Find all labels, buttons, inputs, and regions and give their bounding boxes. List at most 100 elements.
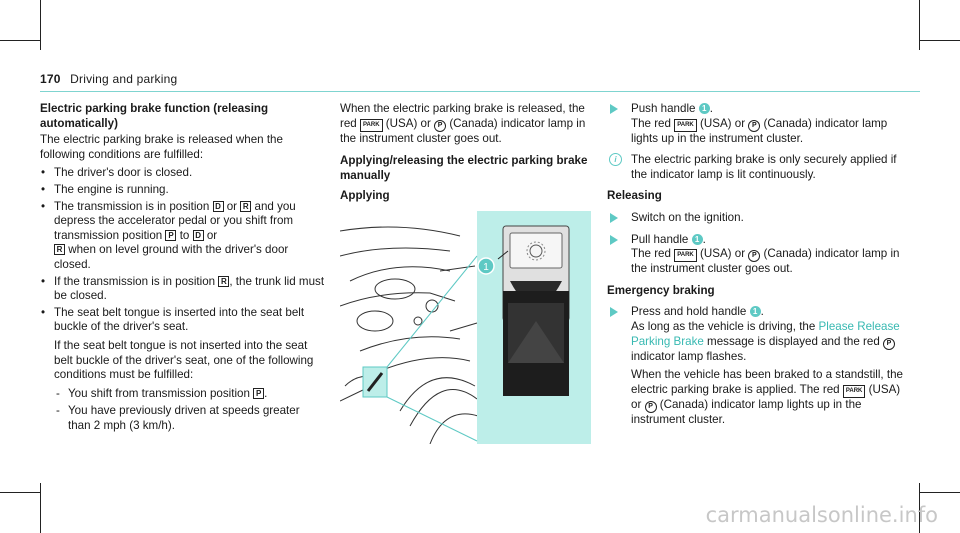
dashboard-drawing: 1	[339, 211, 591, 445]
info-note: i The electric parking brake is only sec…	[607, 153, 907, 182]
transmission-key-r: R	[218, 275, 230, 287]
step-arrow-icon	[610, 212, 618, 223]
parking-brake-lamp-icon: P	[883, 337, 895, 350]
text: when on level ground with the driver's d…	[54, 243, 289, 271]
text: Switch on the ignition.	[631, 210, 744, 224]
intro-text: The electric parking brake is released w…	[40, 133, 283, 161]
watermark: carmanualsonline.info	[705, 503, 938, 527]
crop-mark	[919, 0, 920, 50]
text: .	[702, 232, 706, 246]
text: to	[176, 228, 193, 242]
crop-mark	[920, 40, 960, 41]
text: Push handle	[631, 102, 699, 115]
text: .	[709, 102, 713, 115]
crop-mark	[40, 483, 41, 533]
text: The transmission is in position	[54, 199, 213, 213]
parking-brake-lamp-icon: P	[748, 119, 761, 132]
conditions-list: The driver's door is closed. The engine …	[40, 166, 325, 433]
sub-heading: Emergency braking	[607, 283, 715, 297]
text: The electric parking brake is only secur…	[631, 153, 897, 181]
callout-number-icon: 1	[749, 306, 761, 318]
text: (Canada) indicator lamp in the instrumen…	[631, 247, 900, 276]
text: As long as the vehicle is driving, the	[631, 319, 819, 333]
crop-mark	[0, 492, 40, 493]
park-lamp-icon: PARK	[842, 384, 866, 398]
parking-brake-illustration: 1	[339, 211, 591, 445]
section-heading: Applying/releasing the electric parking …	[340, 154, 588, 182]
text: (USA) or	[696, 247, 749, 261]
crop-mark	[0, 40, 40, 41]
callout-number-icon: 1	[698, 103, 710, 114]
info-icon: i	[609, 153, 622, 167]
instruction-step: Push handle 1. The red PARK (USA) or P (…	[607, 102, 907, 146]
text: or	[203, 228, 218, 242]
text: The seat belt tongue is inserted into th…	[54, 305, 305, 334]
text: (USA) or	[631, 382, 901, 411]
section-title: Driving and parking	[70, 72, 178, 86]
step-arrow-icon	[610, 104, 618, 114]
text: (USA) or	[382, 116, 435, 130]
sub-heading: Applying	[340, 189, 390, 203]
text: The red	[631, 116, 675, 130]
transmission-key-d: D	[192, 229, 204, 241]
list-item: The seat belt tongue is inserted into th…	[40, 306, 325, 434]
park-lamp-icon: PARK	[674, 118, 697, 132]
text: (Canada) indicator lamp lights up in the…	[631, 116, 888, 145]
transmission-key-r: R	[54, 244, 65, 256]
text: (Canada) indicator lamp in the instrumen…	[340, 116, 586, 145]
text: indicator lamp flashes.	[631, 349, 747, 363]
column-left: Electric parking brake function (releasi…	[40, 102, 325, 436]
parking-brake-lamp-icon: P	[434, 119, 447, 132]
instruction-step: Switch on the ignition.	[607, 211, 907, 226]
text: The red	[631, 247, 675, 261]
instruction-step: Press and hold handle 1. As long as the …	[607, 305, 907, 427]
page-header: 170 Driving and parking	[40, 72, 177, 86]
list-item: The transmission is in position D or R a…	[40, 200, 325, 273]
crop-mark	[40, 0, 41, 50]
display-message: Please Release Parking Brake	[631, 319, 900, 348]
text: When the vehicle has been braked to a st…	[631, 368, 903, 396]
parking-brake-lamp-icon: P	[644, 400, 657, 413]
transmission-key-d: D	[212, 200, 224, 212]
callout-number: 1	[483, 262, 489, 273]
text: If the seat belt tongue is not inserted …	[54, 338, 314, 382]
instruction-step: Pull handle 1. The red PARK (USA) or P (…	[607, 233, 907, 277]
transmission-key-p: P	[165, 229, 177, 241]
text: (USA) or	[696, 116, 749, 130]
text: Press and hold handle	[631, 305, 750, 319]
step-arrow-icon	[610, 307, 618, 318]
list-item: The driver's door is closed.	[40, 166, 325, 181]
crop-mark	[919, 483, 920, 533]
text: .	[264, 386, 268, 400]
text: .	[760, 305, 764, 319]
parking-brake-lamp-icon: P	[748, 250, 761, 263]
paragraph: When the electric parking brake is relea…	[340, 102, 590, 146]
park-lamp-icon: PARK	[674, 249, 697, 263]
sub-heading: Releasing	[607, 189, 662, 203]
list-item: You shift from transmission position P.	[54, 387, 325, 402]
park-lamp-icon: PARK	[359, 118, 383, 132]
text: , the trunk lid must be closed.	[54, 274, 325, 303]
list-item: You have previously driven at speeds gre…	[54, 404, 325, 433]
column-middle: When the electric parking brake is relea…	[340, 102, 590, 206]
step-arrow-icon	[610, 234, 618, 245]
list-item: If the transmission is in position R, th…	[40, 275, 325, 304]
text: or	[223, 199, 241, 213]
text: Pull handle	[631, 232, 692, 246]
transmission-key-p: P	[253, 387, 265, 399]
crop-mark	[920, 492, 960, 493]
column-right: Push handle 1. The red PARK (USA) or P (…	[607, 102, 907, 434]
header-rule	[40, 91, 920, 92]
transmission-key-r: R	[240, 200, 252, 212]
text: When the electric parking brake is relea…	[340, 102, 585, 130]
text: (Canada) indicator lamp lights up in the…	[631, 397, 862, 426]
list-item: The engine is running.	[40, 183, 325, 198]
page-number: 170	[40, 72, 61, 86]
callout-number-icon: 1	[691, 233, 703, 245]
sub-conditions-list: You shift from transmission position P. …	[54, 387, 325, 434]
text: If the transmission is in position	[54, 274, 219, 288]
text: You shift from transmission position	[68, 386, 254, 400]
callout-marker	[477, 257, 495, 275]
section-heading: Electric parking brake function (releasi…	[40, 102, 269, 130]
text: message is displayed and the red	[703, 334, 883, 348]
